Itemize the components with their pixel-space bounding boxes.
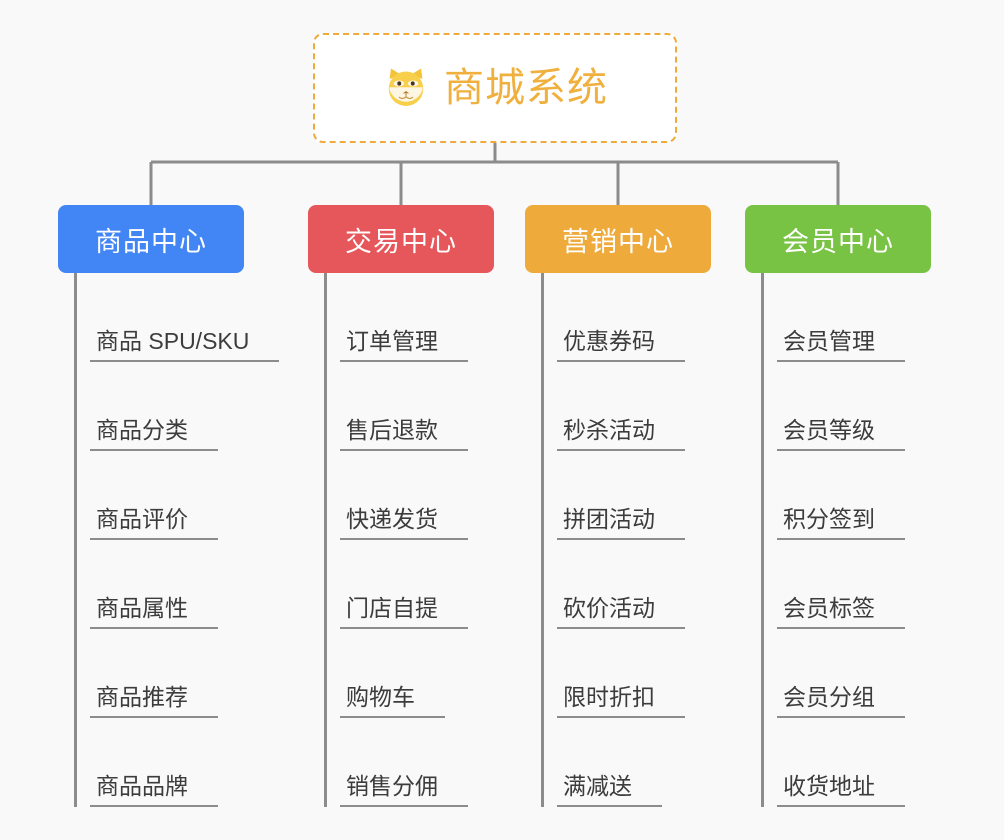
branch-header-1[interactable]: 交易中心 <box>308 205 494 273</box>
leaf-item[interactable]: 商品推荐 <box>74 629 244 718</box>
branch-header-0[interactable]: 商品中心 <box>58 205 244 273</box>
leaf-item[interactable]: 满减送 <box>541 718 711 807</box>
leaf-item[interactable]: 门店自提 <box>324 540 494 629</box>
leaf-label: 会员管理 <box>777 328 905 362</box>
branch-spine-3 <box>761 273 764 807</box>
branch-header-2[interactable]: 营销中心 <box>525 205 711 273</box>
leaf-label: 售后退款 <box>340 417 468 451</box>
leaf-item[interactable]: 快递发货 <box>324 451 494 540</box>
leaf-item[interactable]: 售后退款 <box>324 362 494 451</box>
branch-label-2: 营销中心 <box>562 226 674 257</box>
leaf-item[interactable]: 会员管理 <box>761 273 931 362</box>
leaf-item[interactable]: 商品属性 <box>74 540 244 629</box>
leaf-item[interactable]: 订单管理 <box>324 273 494 362</box>
leaf-label: 拼团活动 <box>557 506 685 540</box>
branch-spine-0 <box>74 273 77 807</box>
branch-body-0: 商品 SPU/SKU 商品分类 商品评价 商品属性 商品推荐 商品品牌 <box>58 273 280 807</box>
leaf-label: 限时折扣 <box>557 684 685 718</box>
leaf-label: 订单管理 <box>340 328 468 362</box>
branch-label-0: 商品中心 <box>95 226 207 257</box>
branch-body-1: 订单管理 售后退款 快递发货 门店自提 购物车 销售分佣 <box>308 273 494 807</box>
leaf-label: 商品品牌 <box>90 773 218 807</box>
leaf-item[interactable]: 商品品牌 <box>74 718 244 807</box>
branch-spine-1 <box>324 273 327 807</box>
leaf-label: 商品属性 <box>90 595 218 629</box>
leaf-item[interactable]: 销售分佣 <box>324 718 494 807</box>
leaf-label: 砍价活动 <box>557 595 685 629</box>
leaf-item[interactable]: 收货地址 <box>761 718 931 807</box>
root-title: 商城系统 <box>444 66 608 110</box>
leaf-label: 商品分类 <box>90 417 218 451</box>
branch-商品中心: 商品中心 商品 SPU/SKU 商品分类 商品评价 商品属性 商品推荐 商品品牌 <box>58 205 280 807</box>
leaf-label: 购物车 <box>340 684 445 718</box>
leaf-item[interactable]: 商品分类 <box>74 362 244 451</box>
leaf-label: 会员等级 <box>777 417 905 451</box>
leaf-label: 秒杀活动 <box>557 417 685 451</box>
branch-会员中心: 会员中心 会员管理 会员等级 积分签到 会员标签 会员分组 收货地址 <box>745 205 931 807</box>
root-node[interactable]: 商城系统 <box>313 33 677 143</box>
leaf-item[interactable]: 会员分组 <box>761 629 931 718</box>
leaf-item[interactable]: 积分签到 <box>761 451 931 540</box>
branch-label-3: 会员中心 <box>782 226 894 257</box>
branch-body-2: 优惠券码 秒杀活动 拼团活动 砍价活动 限时折扣 满减送 <box>525 273 711 807</box>
leaf-label: 会员分组 <box>777 684 905 718</box>
leaf-item[interactable]: 拼团活动 <box>541 451 711 540</box>
branch-交易中心: 交易中心 订单管理 售后退款 快递发货 门店自提 购物车 销售分佣 <box>308 205 494 807</box>
branch-label-1: 交易中心 <box>345 226 457 257</box>
leaf-item[interactable]: 优惠券码 <box>541 273 711 362</box>
leaf-label: 积分签到 <box>777 506 905 540</box>
leaf-item[interactable]: 限时折扣 <box>541 629 711 718</box>
leaf-label: 优惠券码 <box>557 328 685 362</box>
leaf-label: 商品推荐 <box>90 684 218 718</box>
leaf-item[interactable]: 会员等级 <box>761 362 931 451</box>
branch-营销中心: 营销中心 优惠券码 秒杀活动 拼团活动 砍价活动 限时折扣 满减送 <box>525 205 711 807</box>
leaf-item[interactable]: 砍价活动 <box>541 540 711 629</box>
leaf-label: 满减送 <box>557 773 662 807</box>
leaf-item[interactable]: 购物车 <box>324 629 494 718</box>
leaf-item[interactable]: 会员标签 <box>761 540 931 629</box>
branch-body-3: 会员管理 会员等级 积分签到 会员标签 会员分组 收货地址 <box>745 273 931 807</box>
leaf-label: 收货地址 <box>777 773 905 807</box>
branch-spine-2 <box>541 273 544 807</box>
leaf-item[interactable]: 商品评价 <box>74 451 244 540</box>
leaf-label: 门店自提 <box>340 595 468 629</box>
shiba-dog-face-icon <box>388 68 424 106</box>
branch-header-3[interactable]: 会员中心 <box>745 205 931 273</box>
leaf-label: 快递发货 <box>340 506 468 540</box>
leaf-item[interactable]: 商品 SPU/SKU <box>74 273 280 362</box>
leaf-item[interactable]: 秒杀活动 <box>541 362 711 451</box>
leaf-label: 会员标签 <box>777 595 905 629</box>
leaf-label: 销售分佣 <box>340 773 468 807</box>
leaf-label: 商品 SPU/SKU <box>90 328 280 362</box>
leaf-label: 商品评价 <box>90 506 218 540</box>
